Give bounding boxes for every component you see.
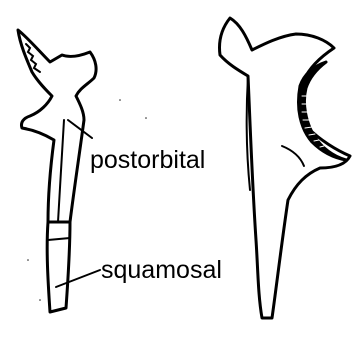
- left-postorbital-outline: [18, 30, 96, 222]
- right-bone-figure: [219, 18, 350, 318]
- speck-4: [39, 299, 41, 301]
- speck-1: [119, 99, 121, 101]
- postorbital-label: postorbital: [90, 146, 205, 174]
- left-bone-figure: [18, 30, 96, 312]
- speck-2: [145, 117, 147, 119]
- left-squamosal-outline: [47, 222, 70, 312]
- speck-3: [27, 259, 29, 261]
- right-bone-outline: [219, 18, 350, 318]
- squamosal-label: squamosal: [101, 256, 222, 284]
